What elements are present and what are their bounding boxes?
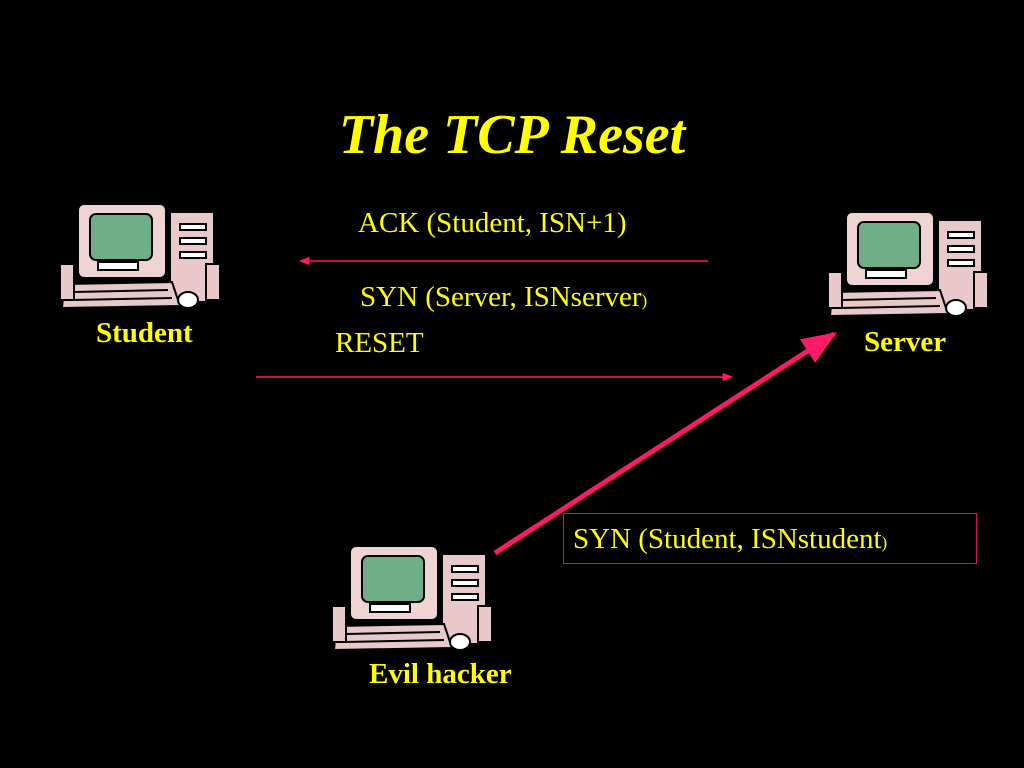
syn-server-message: SYN (Server, ISNserver)	[360, 280, 647, 318]
spoofed-syn-box	[563, 513, 977, 564]
syn-server-text: SYN (Server, ISNserver	[360, 281, 642, 313]
hacker-computer-icon	[332, 545, 492, 652]
syn-student-paren: )	[881, 533, 888, 552]
ack-message: ACK (Student, ISN+1)	[358, 207, 627, 239]
syn-student-text: SYN (Student, ISNstudent	[573, 523, 882, 555]
evil-hacker-label: Evil hacker	[369, 658, 512, 690]
student-label: Student	[96, 317, 193, 349]
syn-student-message: SYN (Student, ISNstudent)	[573, 522, 887, 560]
reset-message: RESET	[335, 327, 424, 359]
syn-server-paren: )	[641, 291, 648, 310]
server-label: Server	[864, 326, 947, 358]
slide-title: The TCP Reset	[338, 104, 686, 166]
server-computer-icon	[828, 211, 988, 318]
student-computer-icon	[60, 203, 220, 310]
